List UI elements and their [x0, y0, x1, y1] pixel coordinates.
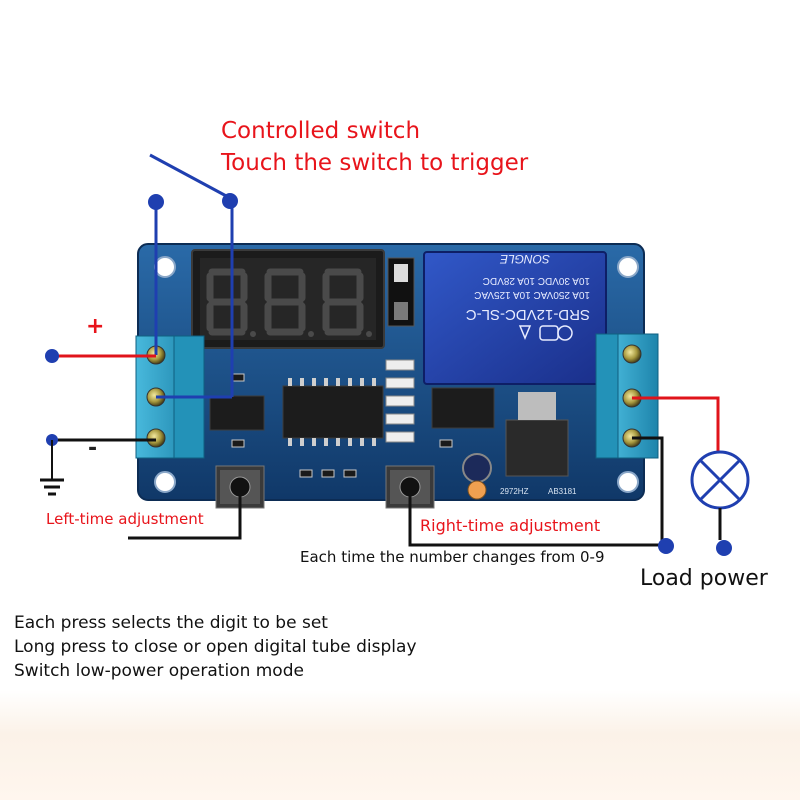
relay-rating-line-2: 10A 30VDC 10A 28VDC	[483, 275, 590, 286]
lamp-icon	[690, 450, 750, 540]
jumper-header	[387, 257, 415, 327]
negative-sign-label: -	[88, 436, 98, 461]
microcontroller-chip	[282, 378, 384, 446]
mount-hole-top-right	[617, 256, 639, 278]
load-common-wire	[632, 436, 664, 546]
switch-contact-left	[148, 194, 164, 210]
positive-sign-label: +	[86, 314, 105, 339]
led-column	[385, 359, 415, 443]
capacitor	[462, 453, 492, 500]
load-power-label: Load power	[640, 566, 768, 591]
transistor-chip	[431, 387, 495, 429]
controlled-switch-label: Controlled switch	[221, 118, 421, 144]
ground-icon	[40, 478, 64, 496]
pcb-code-1: 2972HZ	[500, 487, 529, 496]
relay-model-label: SRD-12VDC-SL-C	[466, 306, 590, 323]
left-time-adjustment-label: Left-time adjustment	[46, 510, 204, 528]
pcb-code-2: AB3181	[548, 487, 577, 496]
left-time-button[interactable]	[215, 465, 265, 509]
touch-trigger-label: Touch the switch to trigger	[221, 150, 529, 176]
mount-hole-bottom-right	[617, 471, 639, 493]
switch-contact-right	[222, 193, 238, 209]
relay-brand-label: SONGLE	[499, 252, 550, 266]
left-button-leader-line	[128, 490, 242, 540]
right-time-adjustment-label: Right-time adjustment	[420, 516, 601, 535]
load-positive-wire	[632, 396, 720, 452]
bottom-background-band	[0, 690, 800, 800]
seven-segment-display	[191, 249, 385, 349]
right-button-leader-line	[408, 490, 660, 547]
load-terminal-right	[716, 540, 732, 556]
optocoupler-chip	[209, 395, 265, 431]
right-terminal-screw-1[interactable]	[622, 344, 642, 364]
instruction-note: Long press to close or open digital tube…	[14, 637, 417, 657]
instruction-note: Each press selects the digit to be set	[14, 613, 328, 633]
trigger-switch-wiring	[149, 153, 234, 399]
digit-change-note: Each time the number changes from 0-9	[300, 548, 605, 566]
instruction-note: Switch low-power operation mode	[14, 661, 304, 681]
mount-hole-bottom-left	[154, 471, 176, 493]
load-terminal-left	[658, 538, 674, 554]
relay-rating-line-1: 10A 250VAC 10A 125VAC	[474, 289, 590, 300]
relay: SRD-12VDC-SL-C 10A 250VAC 10A 125VAC 10A…	[423, 251, 607, 385]
positive-power-wire	[45, 349, 156, 363]
mount-hole-top-left	[154, 256, 176, 278]
negative-power-wire	[46, 434, 156, 480]
voltage-regulator	[505, 392, 569, 477]
left-terminal-screw-3[interactable]	[146, 428, 166, 448]
